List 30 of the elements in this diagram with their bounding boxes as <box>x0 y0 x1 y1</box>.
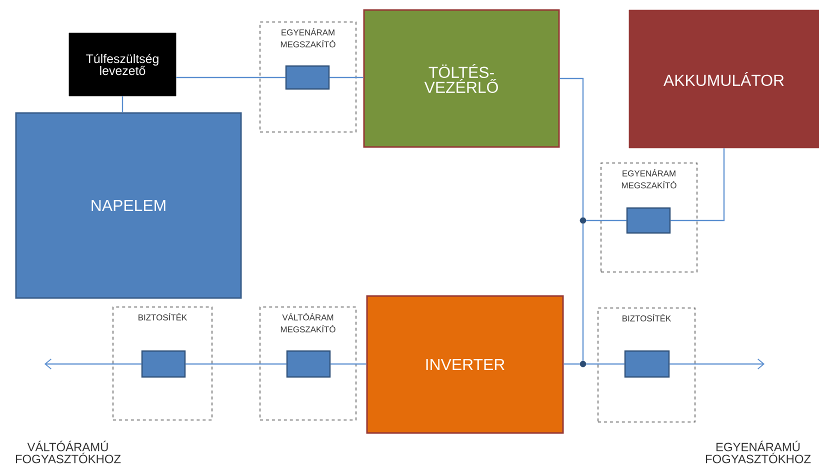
breaker-group-box: EGYENÁRAM MEGSZAKÍTÓ <box>260 22 356 132</box>
wire <box>330 363 366 365</box>
controller-box: TÖLTÉS- VEZÉRLŐ <box>363 9 560 148</box>
wire <box>122 96 124 112</box>
arrow <box>44 358 142 370</box>
destination-label: EGYENÁRAMÚ FOGYASZTÓKHOZ <box>706 440 811 464</box>
wire <box>582 224 584 361</box>
fuse-symbol <box>285 65 330 90</box>
inverter-box: INVERTER <box>366 295 564 434</box>
wire <box>186 363 286 365</box>
battery-box: AKKUMULÁTOR <box>628 10 819 148</box>
wire <box>560 78 584 218</box>
component-box: Túlfeszültség levezető <box>68 32 176 96</box>
wire <box>670 148 725 222</box>
wire <box>564 363 580 365</box>
fuse-symbol <box>141 350 186 378</box>
solar-panel-box: NAPELEM <box>15 112 242 299</box>
breaker-group-box: EGYENÁRAM MEGSZAKÍTÓ <box>600 162 698 272</box>
fuse-symbol <box>624 350 670 378</box>
breaker-group-box: BIZTOSÍTÉK <box>112 306 212 420</box>
arrow <box>670 358 765 370</box>
wire <box>586 220 626 222</box>
wire <box>176 76 286 78</box>
fuse-symbol <box>626 207 671 234</box>
wire <box>330 76 364 78</box>
breaker-group-box: VÁLTÓÁRAM MEGSZAKÍTÓ <box>260 306 356 420</box>
destination-label: VÁLTÓÁRAMÚ FOGYASZTÓKHOZ <box>16 440 121 464</box>
fuse-symbol <box>286 350 331 378</box>
wire <box>586 363 624 365</box>
breaker-group-box: BIZTOSÍTÉK <box>598 308 696 422</box>
